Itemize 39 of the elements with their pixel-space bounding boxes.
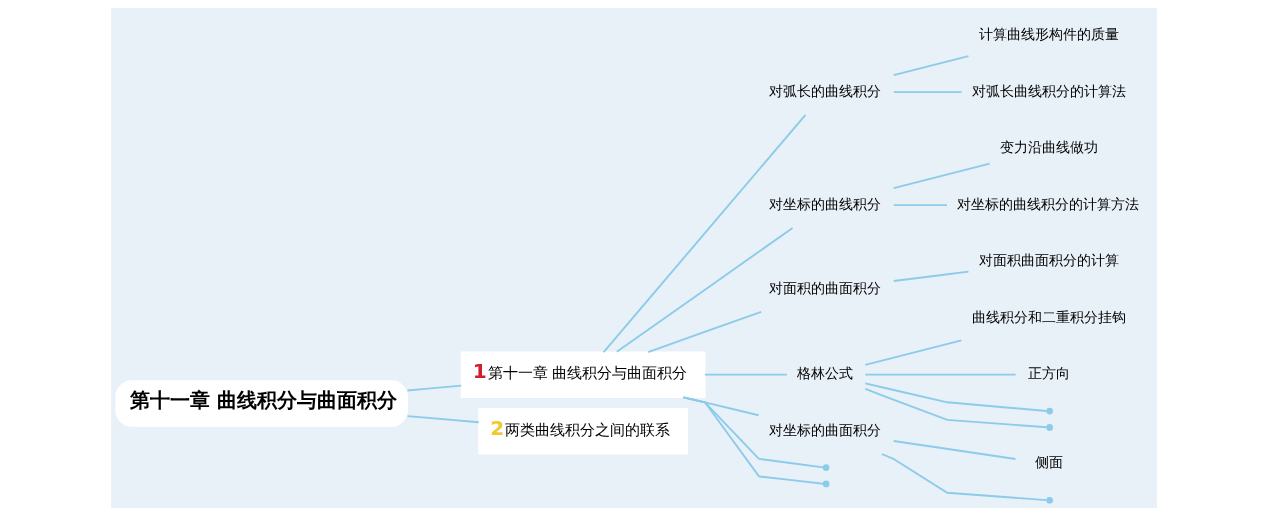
node-text: 变力沿曲线做功 bbox=[1000, 139, 1099, 156]
node-text: 对面积曲面积分的计算 bbox=[978, 252, 1119, 269]
node-text: 曲线积分和二重积分挂钩 bbox=[971, 308, 1126, 325]
connector bbox=[892, 55, 970, 77]
connector bbox=[892, 162, 991, 190]
connector bbox=[892, 270, 970, 282]
connector bbox=[864, 339, 963, 366]
connector bbox=[406, 384, 463, 392]
connector bbox=[682, 396, 825, 485]
node-text: 对坐标的曲线积分的计算方法 bbox=[957, 195, 1140, 212]
node-text: 对坐标的曲线积分 bbox=[768, 195, 881, 212]
node-point bbox=[1046, 496, 1053, 504]
node-point bbox=[822, 464, 830, 471]
node-text: 对弧长曲线积分的计算法 bbox=[971, 82, 1126, 99]
connector bbox=[864, 373, 1017, 376]
connector bbox=[615, 227, 794, 353]
node-point bbox=[1046, 407, 1053, 415]
node-text: 格林公式 bbox=[797, 365, 854, 382]
connector bbox=[864, 382, 1048, 412]
node-point bbox=[822, 480, 830, 488]
connector bbox=[647, 310, 763, 353]
connector bbox=[892, 91, 963, 94]
node-text: 正方向 bbox=[1028, 365, 1071, 382]
connector bbox=[602, 113, 807, 353]
node-box: 1第十一章 曲线积分与曲面积分 bbox=[460, 351, 706, 398]
node-text: 对面积的曲面积分 bbox=[768, 279, 881, 296]
node-text: 侧面 bbox=[1035, 454, 1064, 471]
node-text: 对坐标的曲面积分 bbox=[768, 421, 881, 438]
node-box: 2两类曲线积分之间的联系 bbox=[478, 407, 688, 455]
connector bbox=[704, 373, 788, 376]
node-text: 对弧长的曲线积分 bbox=[768, 82, 881, 99]
connector bbox=[864, 388, 1048, 429]
node-point bbox=[1046, 424, 1053, 431]
connector bbox=[892, 204, 948, 207]
connector bbox=[880, 453, 1048, 502]
connector bbox=[892, 440, 1017, 460]
connector bbox=[406, 415, 480, 424]
node-box: 第十一章 曲线积分与曲面积分 bbox=[115, 380, 408, 427]
node-text: 计算曲线形构件的质量 bbox=[978, 26, 1119, 43]
